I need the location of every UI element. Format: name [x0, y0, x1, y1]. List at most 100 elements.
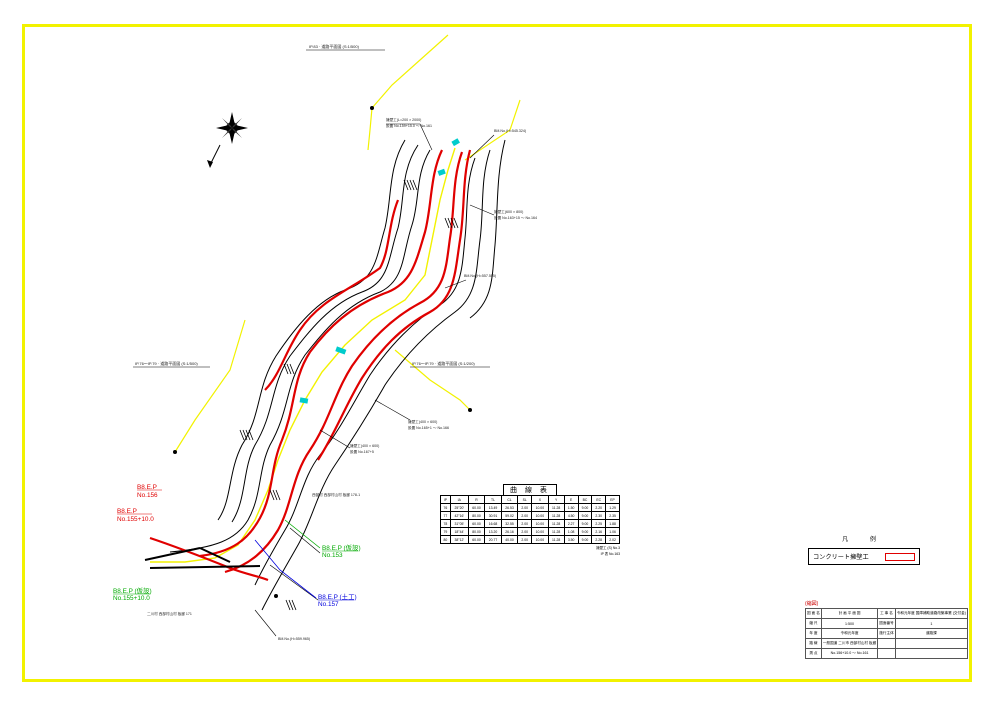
- table-cell: 16.68: [484, 519, 502, 528]
- structure-label: 擁壁工(L=200 × 2000): [386, 117, 421, 122]
- legend-item: コンクリート擁壁工: [808, 548, 920, 565]
- structure-label: 設置 No.159+15.0 ～ No.161: [386, 123, 432, 128]
- table-cell: 10.00: [531, 527, 549, 536]
- curve-table-header-cell: X: [531, 495, 549, 504]
- table-cell: 図面番号: [877, 618, 896, 629]
- structure-label: 擁壁工(400 × 600): [408, 419, 437, 424]
- table-cell: 9.00: [577, 503, 593, 512]
- table-cell: 10.00: [531, 503, 549, 512]
- structure-label: 設置 No.165+1 ～ No.166: [408, 425, 449, 430]
- title-block-header: (縮図): [805, 601, 819, 607]
- table-cell: 1:500: [820, 618, 879, 629]
- bp-label-sub: No.155+10.0: [117, 516, 154, 523]
- table-cell: 2.25: [591, 519, 607, 528]
- table-cell: 77: [440, 511, 451, 520]
- bp-label: B8.E.P: [117, 508, 137, 515]
- table-cell: 2.27: [563, 519, 579, 528]
- north-pointer-head-icon: [207, 160, 213, 168]
- table-cell: 42°16': [449, 511, 469, 520]
- curve-table-header-cell: SL: [517, 495, 533, 504]
- table-cell: 59.02: [500, 511, 519, 520]
- table-cell: 2.35: [605, 511, 620, 520]
- table-cell: 道路課: [894, 628, 969, 639]
- ep-label: B8.E.P (仮設): [322, 543, 361, 552]
- view-label-middle-left: IP.76〜IP.79 · 道路平面図 (S:1/500): [135, 360, 198, 366]
- table-cell: 11.28: [547, 535, 565, 544]
- title-block: (縮図) 図 面 名計 画 平 面 図工 事 名令和元年度 国庫補助道路改築事業…: [805, 600, 969, 659]
- ep-label: B8.E.P (土工): [318, 592, 357, 601]
- structure-label: BM.No.(H=545.324): [494, 129, 526, 133]
- structure-label: 設置 No.167+5: [350, 449, 374, 454]
- bp-label-sub: No.155+10.0: [113, 595, 150, 602]
- table-cell: 2.00: [517, 535, 533, 544]
- curve-table-header-cell: IA: [449, 495, 469, 504]
- table-cell: 年 度: [805, 628, 822, 639]
- table-cell: 一般国道 二川市 西部村山村 板廊: [820, 638, 879, 649]
- structure-label: 二川村 西部村山村 板廊 171: [147, 611, 192, 616]
- retaining-wall-lines: [149, 149, 472, 582]
- table-cell: 2.02: [605, 535, 620, 544]
- table-cell: 1.50: [563, 503, 579, 512]
- table-cell: 2.28: [591, 535, 607, 544]
- table-row: 路 線一般国道 二川市 西部村山村 板廊: [805, 638, 969, 649]
- table-cell: 11.28: [547, 511, 565, 520]
- curve-table-note: IP 表 No.163: [600, 552, 620, 556]
- retaining-wall-swatch-icon: [885, 552, 915, 561]
- slope-contour-lines: [169, 139, 506, 611]
- structure-label: BM.No.(H=559.965): [278, 637, 310, 641]
- bp-label: B8.E.P (仮設): [113, 586, 152, 595]
- curve-table-header-cell: R: [467, 495, 486, 504]
- curve-table-note: 擁壁工 (S) No.3: [596, 546, 620, 550]
- bp-label: B8.E.P: [137, 484, 157, 491]
- drawing-frame: [22, 24, 972, 682]
- table-cell: [894, 648, 969, 659]
- table-cell: 38°12': [449, 535, 469, 544]
- table-cell: 10.00: [531, 511, 549, 520]
- curve-table-header-cell: CL: [500, 495, 519, 504]
- table-cell: 30.91: [484, 511, 502, 520]
- table-cell: 2.20: [591, 503, 607, 512]
- table-cell: 25°20': [449, 503, 469, 512]
- table-cell: 80.00: [467, 527, 486, 536]
- table-cell: 10.00: [531, 519, 549, 528]
- table-cell: 2.00: [517, 511, 533, 520]
- table-cell: 60.00: [467, 503, 486, 512]
- road-centerline: [150, 147, 456, 563]
- table-cell: 13.49: [484, 503, 502, 512]
- table-cell: 1.29: [605, 503, 620, 512]
- view-label-middle-right: IP.76〜IP.79 · 道路平面図 (S:1/200): [412, 360, 475, 366]
- table-cell: 2.00: [517, 503, 533, 512]
- table-row: 図 面 名計 画 平 面 図工 事 名令和元年度 国庫補助道路改築事業 (交付金…: [805, 608, 969, 619]
- table-cell: 11.28: [547, 519, 565, 528]
- legend: 凡 例 コンクリート擁壁工: [808, 534, 920, 565]
- table-cell: 26.53: [500, 503, 519, 512]
- table-cell: 3.50: [563, 535, 579, 544]
- table-cell: 1: [894, 618, 969, 629]
- curve-table-header-cell: IP: [440, 495, 451, 504]
- structure-label: BM.No.(H=557.555): [464, 274, 496, 278]
- view-label-top: IP.83 · 道路平面図 (S:1/500): [309, 43, 360, 49]
- bench-mark-markers: [299, 138, 460, 404]
- structure-label: 西部村 西部村山村 板廊 178-1: [312, 492, 360, 497]
- curve-table-header-cell: Y: [547, 495, 565, 504]
- table-cell: [894, 638, 969, 649]
- section-lines: [144, 547, 261, 569]
- table-cell: 路 線: [805, 638, 822, 649]
- table-cell: 2.00: [517, 527, 533, 536]
- title-block-table: 図 面 名計 画 平 面 図工 事 名令和元年度 国庫補助道路改築事業 (交付金…: [805, 608, 969, 659]
- survey-traverse-lines: [174, 34, 521, 453]
- ep-label-sub: No.157: [318, 601, 339, 608]
- table-cell: 26.16: [500, 527, 519, 536]
- table-cell: 計 画 平 面 図: [820, 608, 879, 619]
- table-cell: 工 事 名: [877, 608, 896, 619]
- table-cell: 9.00: [577, 519, 593, 528]
- table-cell: 18°44': [449, 527, 469, 536]
- table-cell: 20.77: [484, 535, 502, 544]
